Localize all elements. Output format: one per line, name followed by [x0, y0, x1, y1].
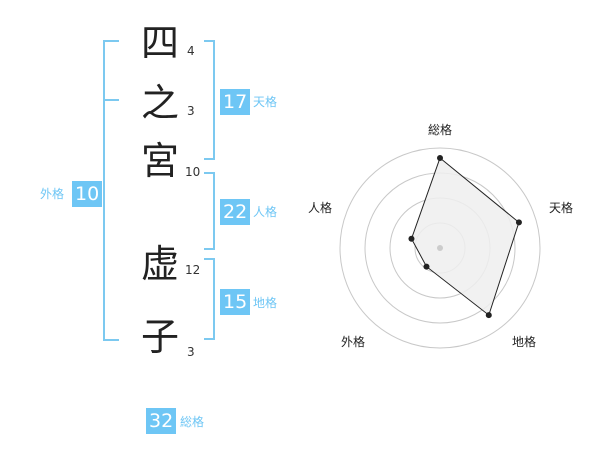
tenkaku-label: 天格	[253, 95, 278, 109]
radar-label-chikaku: 地格	[512, 335, 537, 349]
jinkaku-badge: 22	[220, 199, 251, 225]
tenkaku-bracket-vertical	[213, 40, 215, 160]
radar-point-2	[515, 219, 522, 226]
radar-ring-4	[339, 147, 541, 349]
name-char-1: 四	[140, 21, 179, 65]
stroke-count-3: 10	[185, 165, 201, 179]
name-char-3: 宮	[140, 139, 179, 183]
stroke-count-4: 12	[185, 263, 201, 277]
gaikaku-bracket-mid	[103, 99, 119, 101]
jinkaku-bracket-vertical	[213, 172, 215, 250]
tenkaku-bracket-bottom	[204, 158, 215, 160]
radar-label-jinkaku: 人格	[308, 201, 333, 215]
chikaku-bracket-top	[204, 258, 215, 260]
radar-label-tenkaku: 天格	[549, 201, 574, 215]
soukaku-badge: 32	[146, 408, 177, 434]
radar-point-3	[485, 312, 492, 319]
name-char-2: 之	[140, 81, 179, 125]
jinkaku-label: 人格	[253, 205, 278, 219]
gaikaku-badge: 10	[72, 181, 103, 207]
chikaku-label: 地格	[253, 296, 278, 310]
radar-label-gaikaku: 外格	[341, 335, 366, 349]
chikaku-badge: 15	[220, 289, 251, 315]
radar-points	[408, 155, 522, 319]
radar-center-dot	[437, 245, 443, 251]
radar-label-soukaku: 総格	[428, 123, 453, 137]
radar-area	[410, 157, 520, 316]
radar-point-1	[437, 155, 443, 161]
stroke-count-2: 3	[187, 104, 195, 118]
radar-point-4	[423, 263, 430, 270]
name-char-5: 子	[140, 315, 179, 359]
jinkaku-bracket-top	[204, 172, 215, 174]
stroke-count-1: 4	[187, 44, 195, 58]
gaikaku-bracket-vertical	[103, 40, 105, 341]
gaikaku-bracket-bottom	[103, 339, 119, 341]
radar-point-5	[408, 235, 415, 242]
chikaku-bracket-vertical	[213, 258, 215, 340]
gaikaku-bracket-top	[103, 40, 119, 42]
jinkaku-bracket-bottom	[204, 248, 215, 250]
tenkaku-badge: 17	[220, 89, 251, 115]
gaikaku-label: 外格	[40, 187, 65, 201]
tenkaku-bracket-top	[204, 40, 215, 42]
soukaku-label: 総格	[180, 415, 205, 429]
stroke-count-5: 3	[187, 345, 195, 359]
name-char-4: 虚	[140, 242, 179, 286]
chikaku-bracket-bottom	[204, 338, 215, 340]
